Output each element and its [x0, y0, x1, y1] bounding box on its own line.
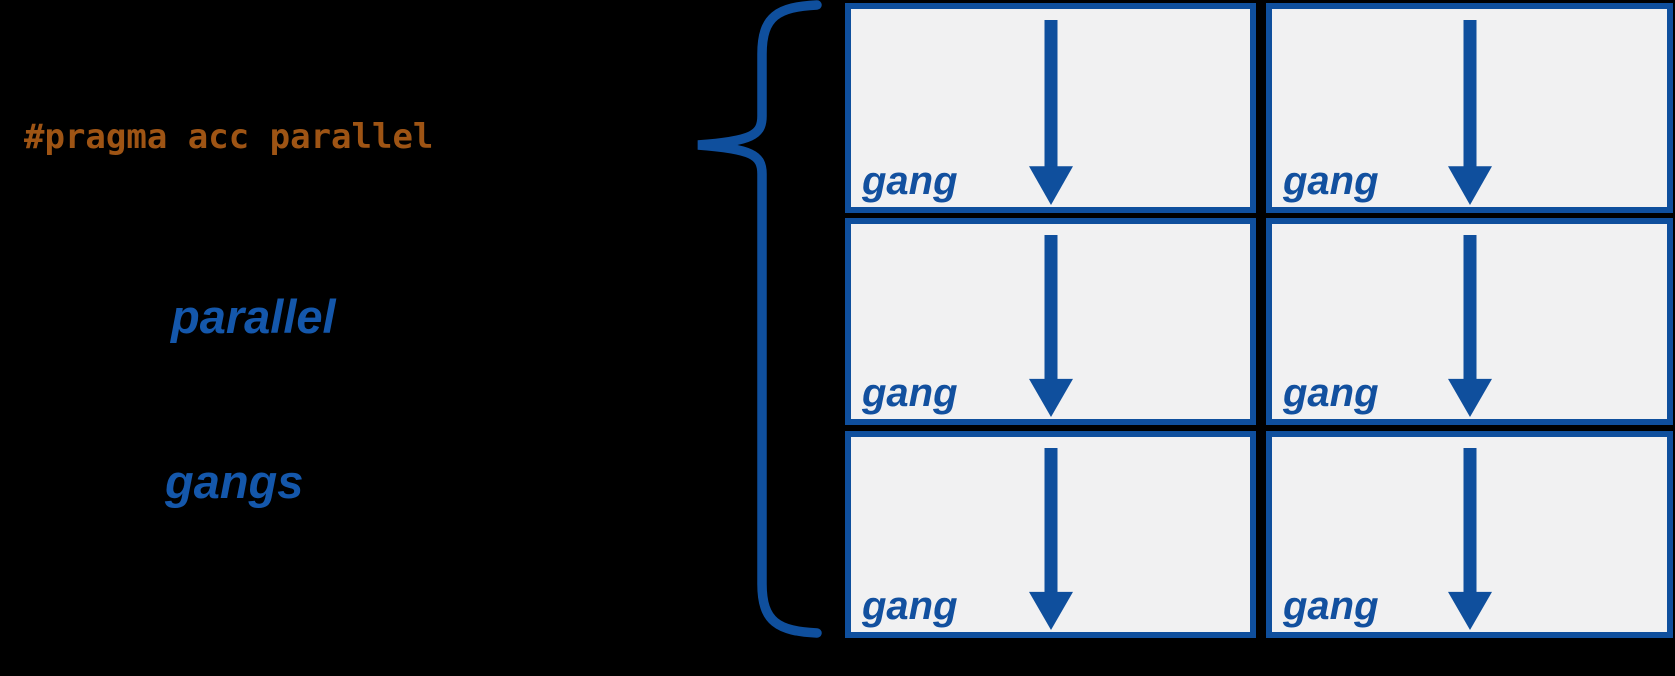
gang-label: gang	[1283, 371, 1379, 415]
down-arrow-icon	[1447, 235, 1492, 417]
gang-box: gang	[845, 218, 1256, 425]
gang-box: gang	[1266, 3, 1673, 213]
gang-label: gang	[862, 371, 958, 415]
down-arrow-icon	[1028, 235, 1073, 417]
gangs-keyword-label: gangs	[165, 455, 304, 508]
pragma-code-label: #pragma acc parallel	[24, 117, 434, 157]
gang-label: gang	[1283, 159, 1379, 203]
down-arrow-icon	[1447, 20, 1492, 205]
down-arrow-icon	[1447, 448, 1492, 630]
gang-label: gang	[862, 159, 958, 203]
parallel-keyword-label: parallel	[171, 290, 336, 343]
gang-label: gang	[862, 584, 958, 628]
gang-box: gang	[845, 431, 1256, 638]
down-arrow-icon	[1028, 448, 1073, 630]
gang-label: gang	[1283, 584, 1379, 628]
down-arrow-icon	[1028, 20, 1073, 205]
gang-box: gang	[1266, 218, 1673, 425]
gang-box: gang	[845, 3, 1256, 213]
gang-box: gang	[1266, 431, 1673, 638]
left-curly-brace-icon	[697, 0, 822, 638]
